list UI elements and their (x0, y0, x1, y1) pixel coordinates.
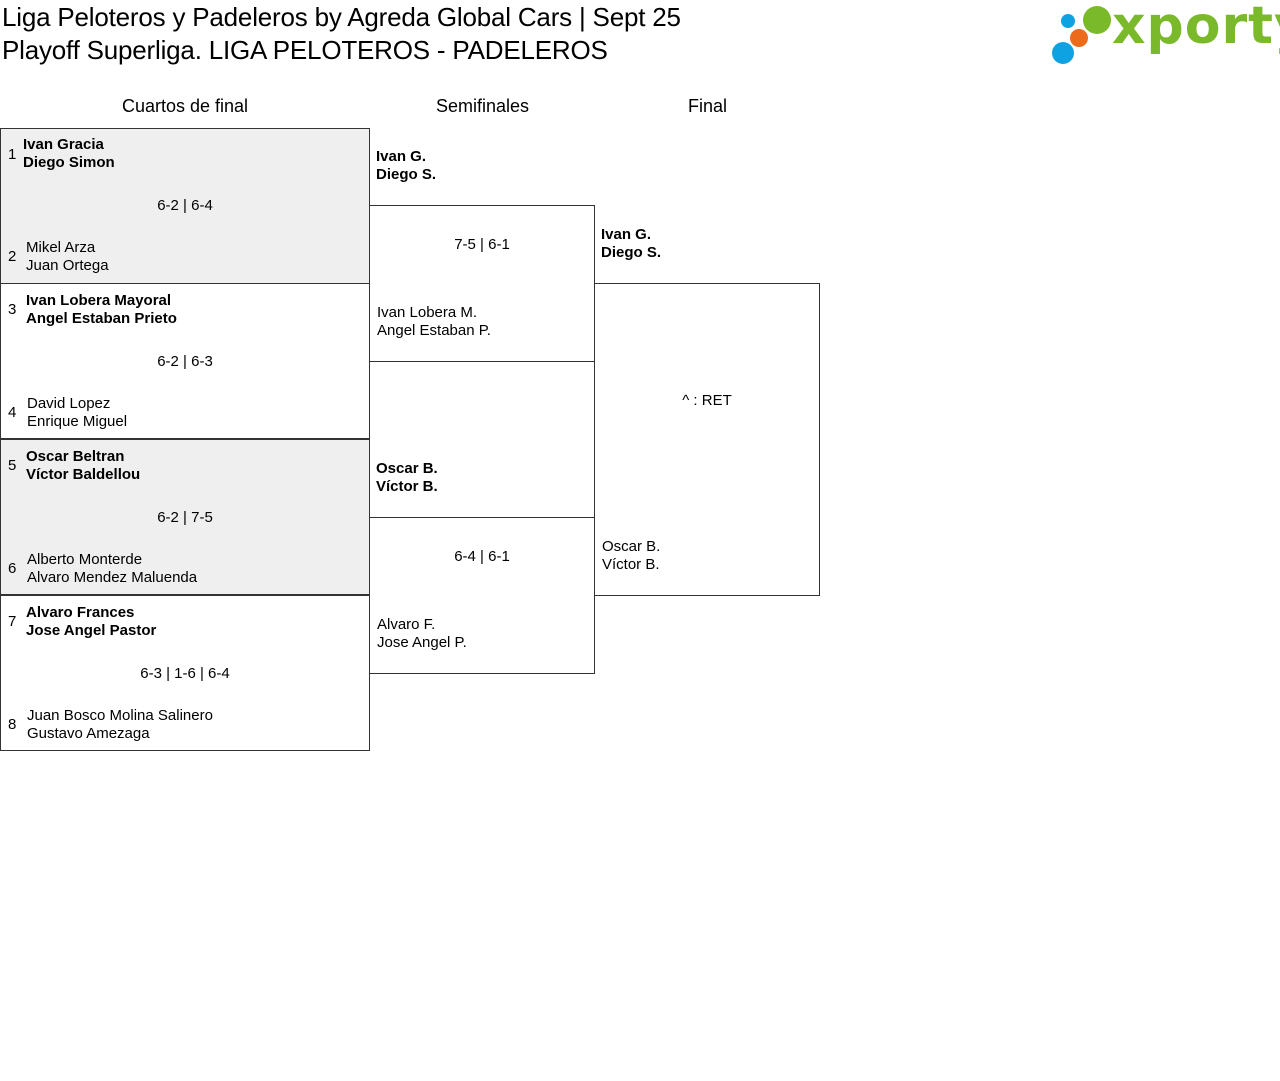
match-score: 6-2 | 6-4 (157, 197, 213, 214)
player-name: Víctor B. (602, 556, 660, 573)
player-name: Diego S. (376, 166, 437, 183)
semifinal-2-team-top[interactable]: Oscar B. Víctor B. (376, 460, 438, 496)
player-name: Oscar B. (376, 460, 438, 477)
player-name: Oscar Beltran (26, 448, 125, 465)
seed-number: 6 (8, 560, 17, 577)
player-name: Oscar B. (602, 538, 661, 555)
team-bottom[interactable]: Mikel Arza Juan Ortega (26, 239, 109, 275)
player-name: Víctor Baldellou (26, 466, 141, 483)
player-name: Ivan Lobera M. (377, 304, 478, 321)
round-header-final: Final (687, 96, 727, 116)
logo-dot-green-icon (1083, 6, 1111, 34)
seed-number: 5 (8, 457, 17, 474)
semifinal-1-team-bottom[interactable]: Ivan Lobera M. Angel Estaban P. (377, 304, 491, 340)
team-bottom[interactable]: David Lopez Enrique Miguel (27, 395, 127, 431)
quarterfinal-match-3[interactable]: 5 Oscar Beltran Víctor Baldellou 6-2 | 7… (0, 439, 370, 595)
match-score: 6-2 | 7-5 (157, 509, 213, 526)
player-name: Ivan G. (601, 226, 652, 243)
player-name: David Lopez (27, 395, 111, 412)
final-team-top[interactable]: Ivan G. Diego S. (601, 226, 661, 262)
player-name: Alvaro F. (377, 616, 436, 633)
logo-dot-blue-icon (1052, 42, 1074, 64)
page-subtitle: Playoff Superliga. LIGA PELOTEROS - PADE… (2, 35, 608, 65)
semifinal-1-team-top[interactable]: Ivan G. Diego S. (376, 148, 436, 184)
player-name: Enrique Miguel (27, 413, 128, 430)
seed-number: 7 (8, 613, 17, 630)
player-name: Ivan Gracia (23, 136, 104, 153)
final-team-bottom[interactable]: Oscar B. Víctor B. (602, 538, 660, 574)
team-bottom[interactable]: Juan Bosco Molina Salinero Gustavo Ameza… (27, 707, 213, 743)
team-top[interactable]: Alvaro Frances Jose Angel Pastor (26, 604, 156, 640)
logo-text: xporty (1112, 0, 1280, 56)
player-name: Juan Bosco Molina Salinero (27, 707, 213, 724)
quarterfinal-match-4[interactable]: 7 Alvaro Frances Jose Angel Pastor 6-3 |… (0, 595, 370, 751)
player-name: Juan Ortega (26, 257, 109, 274)
seed-number: 3 (8, 301, 17, 318)
match-score: 6-2 | 6-3 (157, 353, 213, 370)
semifinal-match-2[interactable]: 6-4 | 6-1 Alvaro F. Jose Angel P. (369, 517, 595, 674)
semifinal-2-team-bottom[interactable]: Alvaro F. Jose Angel P. (377, 616, 467, 652)
quarterfinal-match-1[interactable]: 1 Ivan Gracia Diego Simon 6-2 | 6-4 2 Mi… (0, 128, 370, 284)
player-name: Ivan Lobera Mayoral (26, 292, 172, 309)
team-top[interactable]: Ivan Lobera Mayoral Angel Estaban Prieto (26, 292, 177, 328)
player-name: Alvaro Mendez Maluenda (27, 569, 198, 586)
player-name: Ivan G. (376, 148, 427, 165)
seed-number: 4 (8, 404, 17, 421)
player-name: Angel Estaban Prieto (26, 310, 177, 327)
seed-number: 8 (8, 716, 17, 733)
xporty-logo[interactable]: xporty (1050, 0, 1280, 68)
match-score: 7-5 | 6-1 (454, 236, 510, 253)
team-bottom[interactable]: Alberto Monterde Alvaro Mendez Maluenda (27, 551, 197, 587)
match-score: 6-3 | 1-6 | 6-4 (140, 665, 230, 682)
player-name: Diego S. (601, 244, 662, 261)
seed-number: 2 (8, 248, 17, 265)
final-match[interactable]: ^ : RET Oscar B. Víctor B. (594, 283, 820, 596)
quarterfinal-match-2[interactable]: 3 Ivan Lobera Mayoral Angel Estaban Prie… (0, 283, 370, 439)
player-name: Angel Estaban P. (377, 322, 491, 339)
round-header-semifinals: Semifinales (435, 96, 530, 116)
round-header-quarterfinals: Cuartos de final (121, 96, 249, 116)
player-name: Víctor B. (376, 478, 438, 495)
seed-number: 1 (8, 146, 17, 163)
page-title: Liga Peloteros y Padeleros by Agreda Glo… (2, 2, 681, 32)
team-top[interactable]: Oscar Beltran Víctor Baldellou (26, 448, 140, 484)
match-score: ^ : RET (682, 392, 732, 409)
semifinal-match-1[interactable]: 7-5 | 6-1 Ivan Lobera M. Angel Estaban P… (369, 205, 595, 362)
player-name: Diego Simon (23, 154, 115, 171)
player-name: Gustavo Amezaga (27, 725, 150, 742)
logo-dot-blue-small-icon (1061, 14, 1075, 28)
player-name: Mikel Arza (26, 239, 96, 256)
player-name: Alvaro Frances (26, 604, 135, 621)
player-name: Jose Angel P. (377, 634, 467, 651)
logo-dot-orange-icon (1070, 29, 1088, 47)
player-name: Jose Angel Pastor (26, 622, 157, 639)
player-name: Alberto Monterde (27, 551, 143, 568)
team-top[interactable]: Ivan Gracia Diego Simon (23, 136, 115, 172)
match-score: 6-4 | 6-1 (454, 548, 510, 565)
